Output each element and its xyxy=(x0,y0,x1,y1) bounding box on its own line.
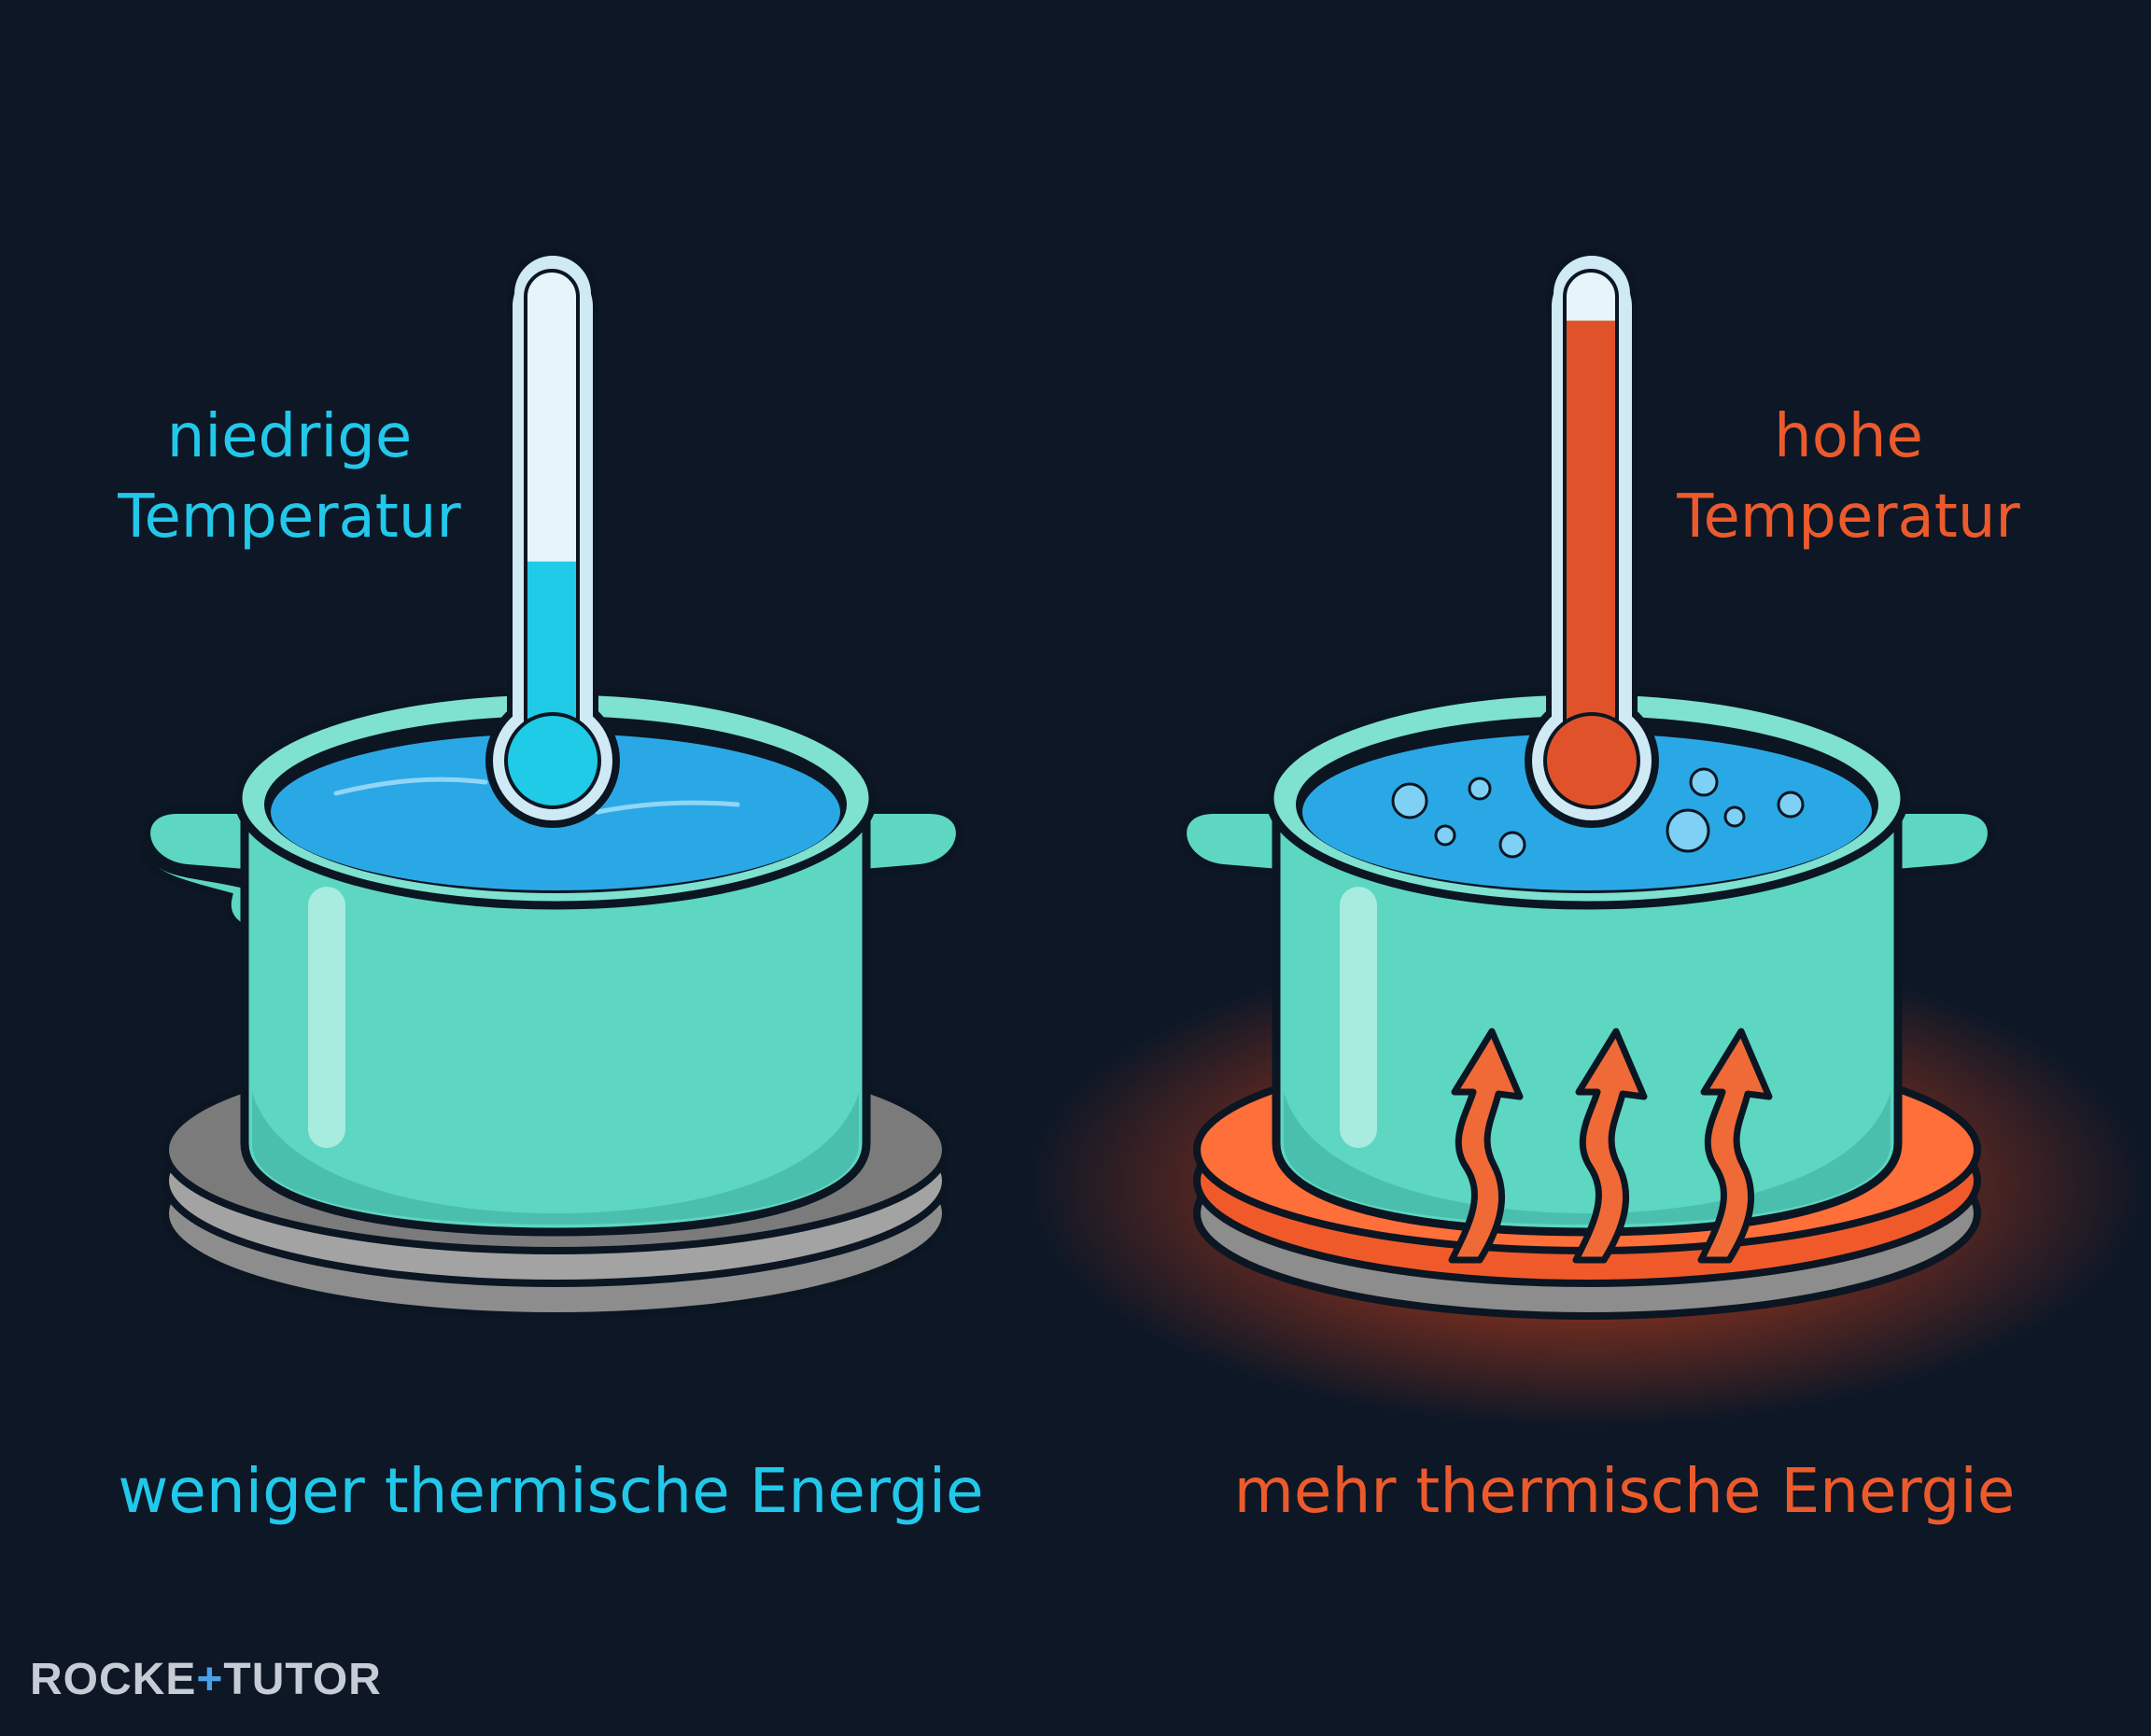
heat-arrows xyxy=(1448,1028,1773,1264)
cold-thermometer xyxy=(485,248,620,828)
cold-pot-group xyxy=(140,248,963,1320)
cold-pot-body xyxy=(240,798,871,1237)
heat-arrow-1 xyxy=(1448,1028,1524,1264)
brand-r-icon: R xyxy=(348,1655,382,1704)
hot-pot-handle-right xyxy=(1891,806,1995,877)
high-temperature-line-2: Temperatur xyxy=(1677,483,2020,552)
heat-arrow-3 xyxy=(1697,1028,1773,1264)
hot-pot-handle-left xyxy=(1179,806,1283,877)
more-thermal-energy-caption: mehr thermische Energie xyxy=(1233,1455,2016,1527)
hot-thermometer-level xyxy=(1567,320,1615,754)
low-temperature-label: niedrige Temperatur xyxy=(84,397,495,557)
low-temperature-line-2: Temperatur xyxy=(118,483,461,552)
bubbles xyxy=(1391,767,1805,859)
plus-icon: + xyxy=(196,1655,224,1704)
high-temperature-label: hohe Temperatur xyxy=(1643,397,2054,557)
less-thermal-energy-caption: weniger thermische Energie xyxy=(118,1455,984,1527)
brand-text-2: TUTO xyxy=(223,1655,349,1704)
hot-pot-group xyxy=(1027,248,2147,1428)
heat-arrow-2 xyxy=(1572,1028,1648,1264)
low-temperature-line-1: niedrige xyxy=(166,402,413,471)
cold-pot-handle-right xyxy=(860,806,963,877)
brand-logo: ROCKE+TUTOR xyxy=(30,1654,382,1705)
high-temperature-line-1: hohe xyxy=(1774,402,1923,471)
brand-text-1: ROCKE xyxy=(30,1655,197,1704)
hot-thermometer xyxy=(1525,248,1659,828)
